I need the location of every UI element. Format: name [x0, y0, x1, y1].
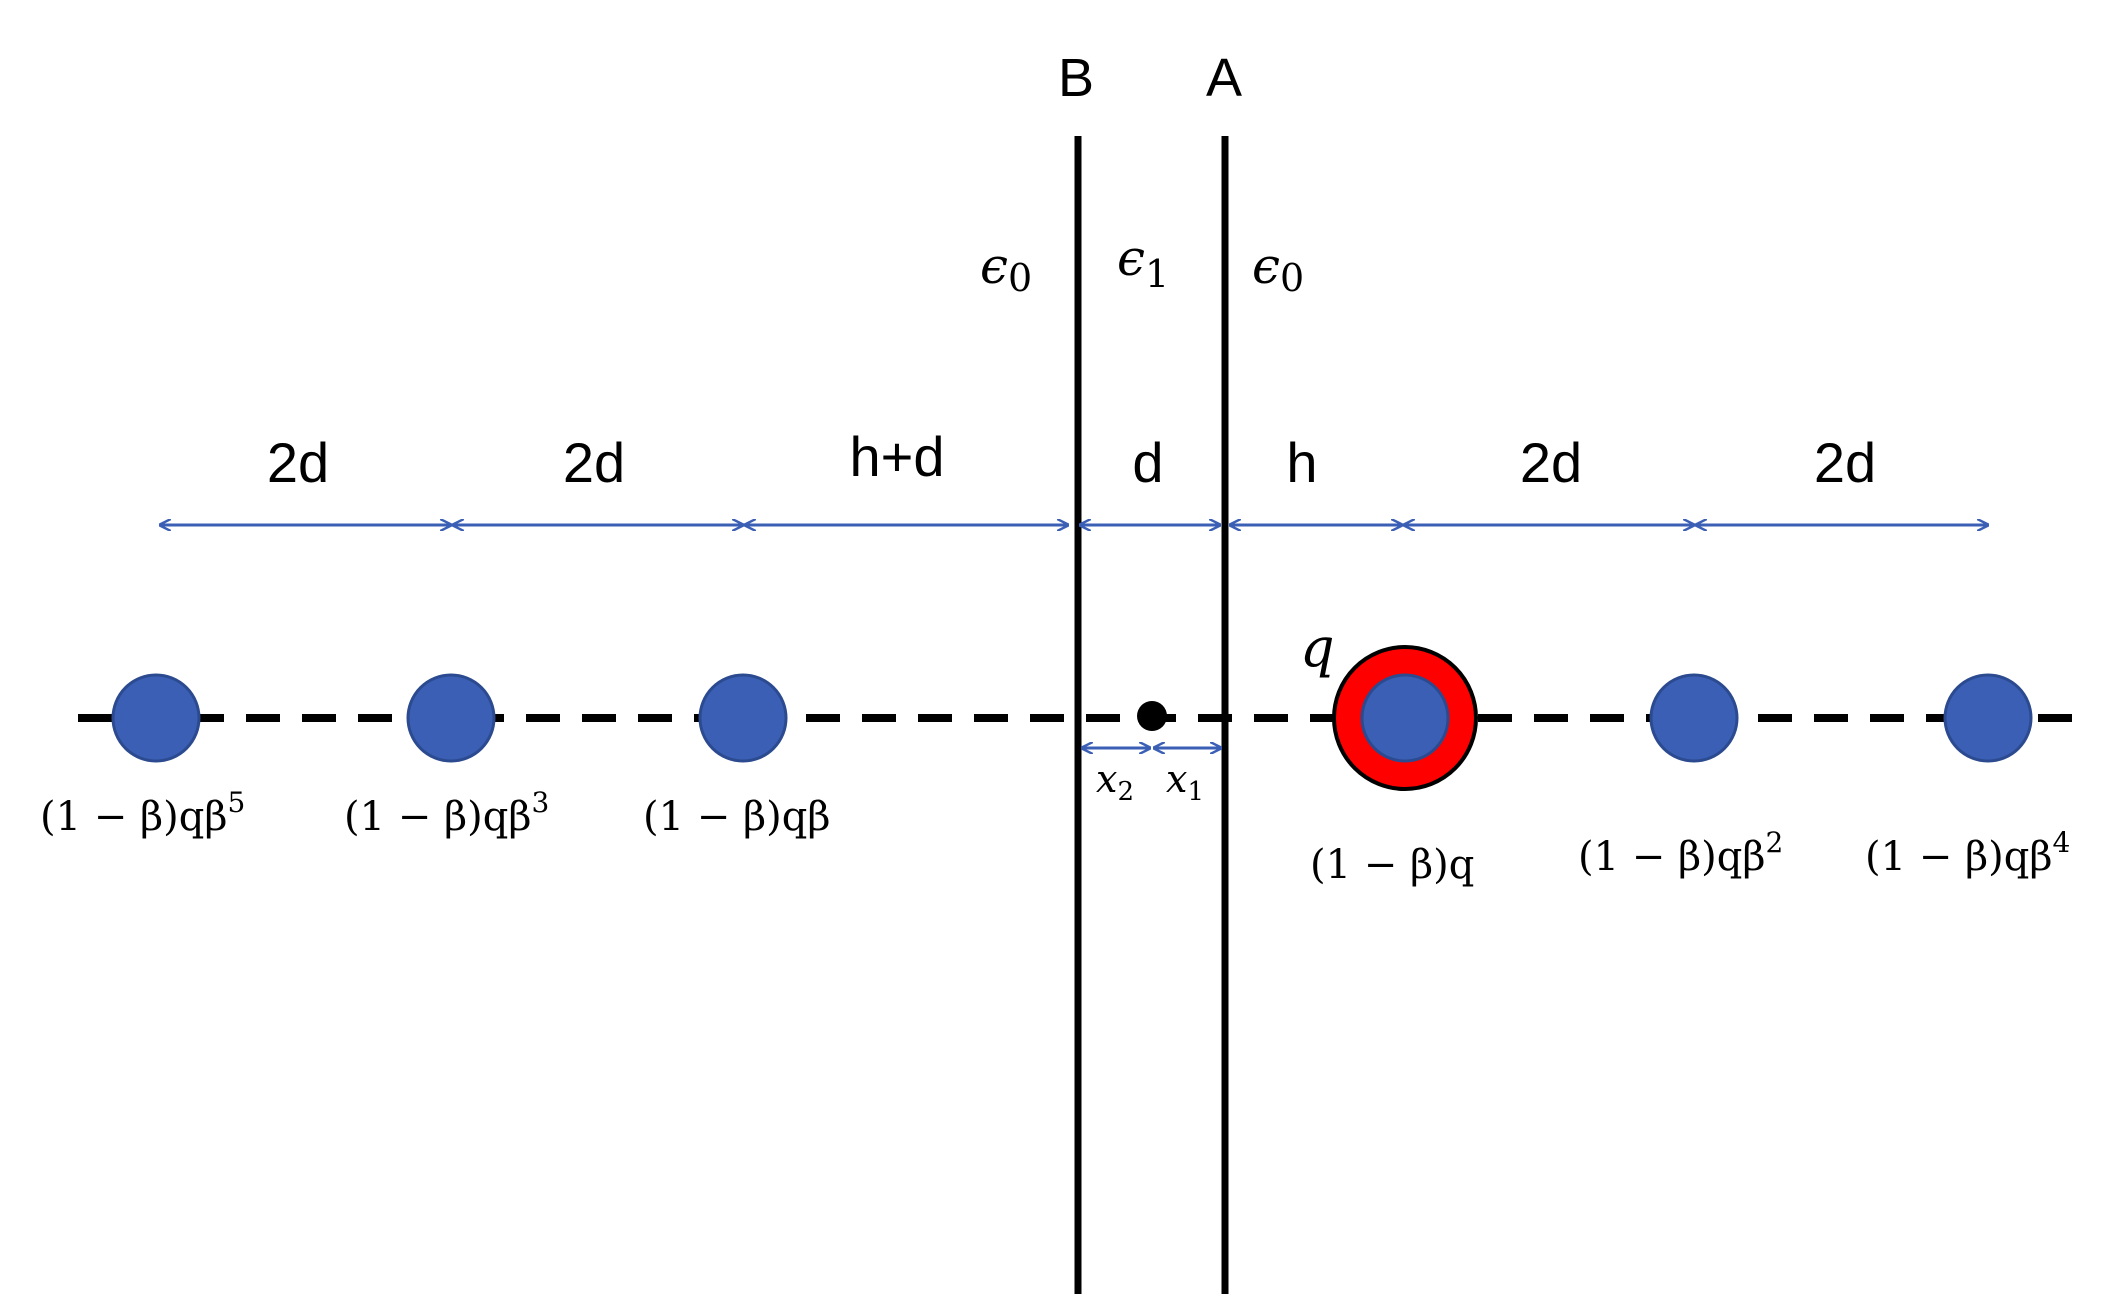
image-charge-left-5: [111, 673, 201, 763]
image-charge-right-0: [1360, 673, 1450, 763]
charge-label-right-0: (1 − β)q: [1310, 842, 1474, 888]
distance-left-near-label: h+d: [850, 425, 945, 488]
distance-right-inner-label: 2d: [1520, 431, 1582, 494]
permittivity-middle-label: ϵ1: [1117, 229, 1169, 296]
x2-label: x2: [1096, 757, 1134, 807]
charge-label-left-3: (1 − β)qβ3: [344, 786, 549, 840]
source-charge-label: q: [1300, 616, 1335, 679]
plane-b-label: B: [1058, 48, 1094, 108]
image-charge-right-4: [1943, 673, 2033, 763]
distance-left-outer-label: 2d: [267, 431, 329, 494]
charge-label-left-5: (1 − β)qβ5: [40, 786, 245, 840]
distance-right-near-label: h: [1286, 431, 1317, 494]
image-charge-left-1: [698, 673, 788, 763]
charge-label-left-1: (1 − β)qβ: [643, 794, 830, 840]
image-charge-right-2: [1649, 673, 1739, 763]
distance-left-inner-label: 2d: [563, 431, 625, 494]
charge-label-right-4: (1 − β)qβ4: [1865, 826, 2070, 880]
charge-label-right-2: (1 − β)qβ2: [1578, 826, 1783, 880]
distance-right-outer-label: 2d: [1814, 431, 1876, 494]
permittivity-right-label: ϵ0: [1252, 237, 1304, 300]
image-charge-left-3: [406, 673, 496, 763]
permittivity-left-label: ϵ0: [980, 237, 1032, 300]
x1-label: x1: [1166, 757, 1204, 807]
field-point: [1137, 701, 1167, 731]
plane-a-label: A: [1206, 48, 1242, 108]
distance-slab-label: d: [1132, 431, 1163, 494]
